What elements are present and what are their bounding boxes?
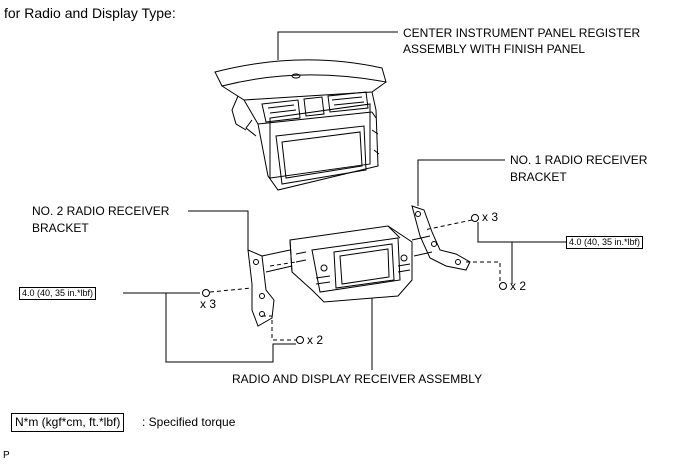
qty-right-upper: x 3 <box>482 210 499 224</box>
radio-assembly-drawing <box>289 225 413 303</box>
page-title: for Radio and Display Type: <box>4 5 176 21</box>
radio-assembly-label: RADIO AND DISPLAY RECEIVER ASSEMBLY <box>232 372 483 386</box>
torque-box-right: 4.0 (40, 35 in.*lbf) <box>566 236 644 249</box>
legend-description: : Specified torque <box>142 415 236 429</box>
center-panel-label-line1: CENTER INSTRUMENT PANEL REGISTER <box>403 26 641 40</box>
no1-bracket-label-line2: BRACKET <box>510 170 567 184</box>
bolt-drawings <box>202 214 507 344</box>
corner-mark: P <box>3 450 10 461</box>
no2-bracket-label-line1: NO. 2 RADIO RECEIVER <box>32 204 170 218</box>
qty-left-lower: x 2 <box>307 333 324 347</box>
leader-lines <box>123 31 566 370</box>
torque-box-left: 4.0 (40, 35 in.*lbf) <box>19 287 97 300</box>
no2-bracket-label-line2: BRACKET <box>32 221 89 235</box>
qty-right-lower: x 2 <box>510 279 527 293</box>
no1-bracket-drawing <box>411 205 471 271</box>
center-panel-drawing <box>214 59 387 191</box>
no1-bracket-label-line1: NO. 1 RADIO RECEIVER <box>510 153 648 167</box>
qty-left-upper: x 3 <box>200 297 217 311</box>
installation-dashes <box>209 219 501 341</box>
center-panel-label-line2: ASSEMBLY WITH FINISH PANEL <box>403 42 586 56</box>
legend-box: N*m (kgf*cm, ft.*lbf) <box>11 413 125 432</box>
no2-bracket-drawing <box>247 249 293 327</box>
